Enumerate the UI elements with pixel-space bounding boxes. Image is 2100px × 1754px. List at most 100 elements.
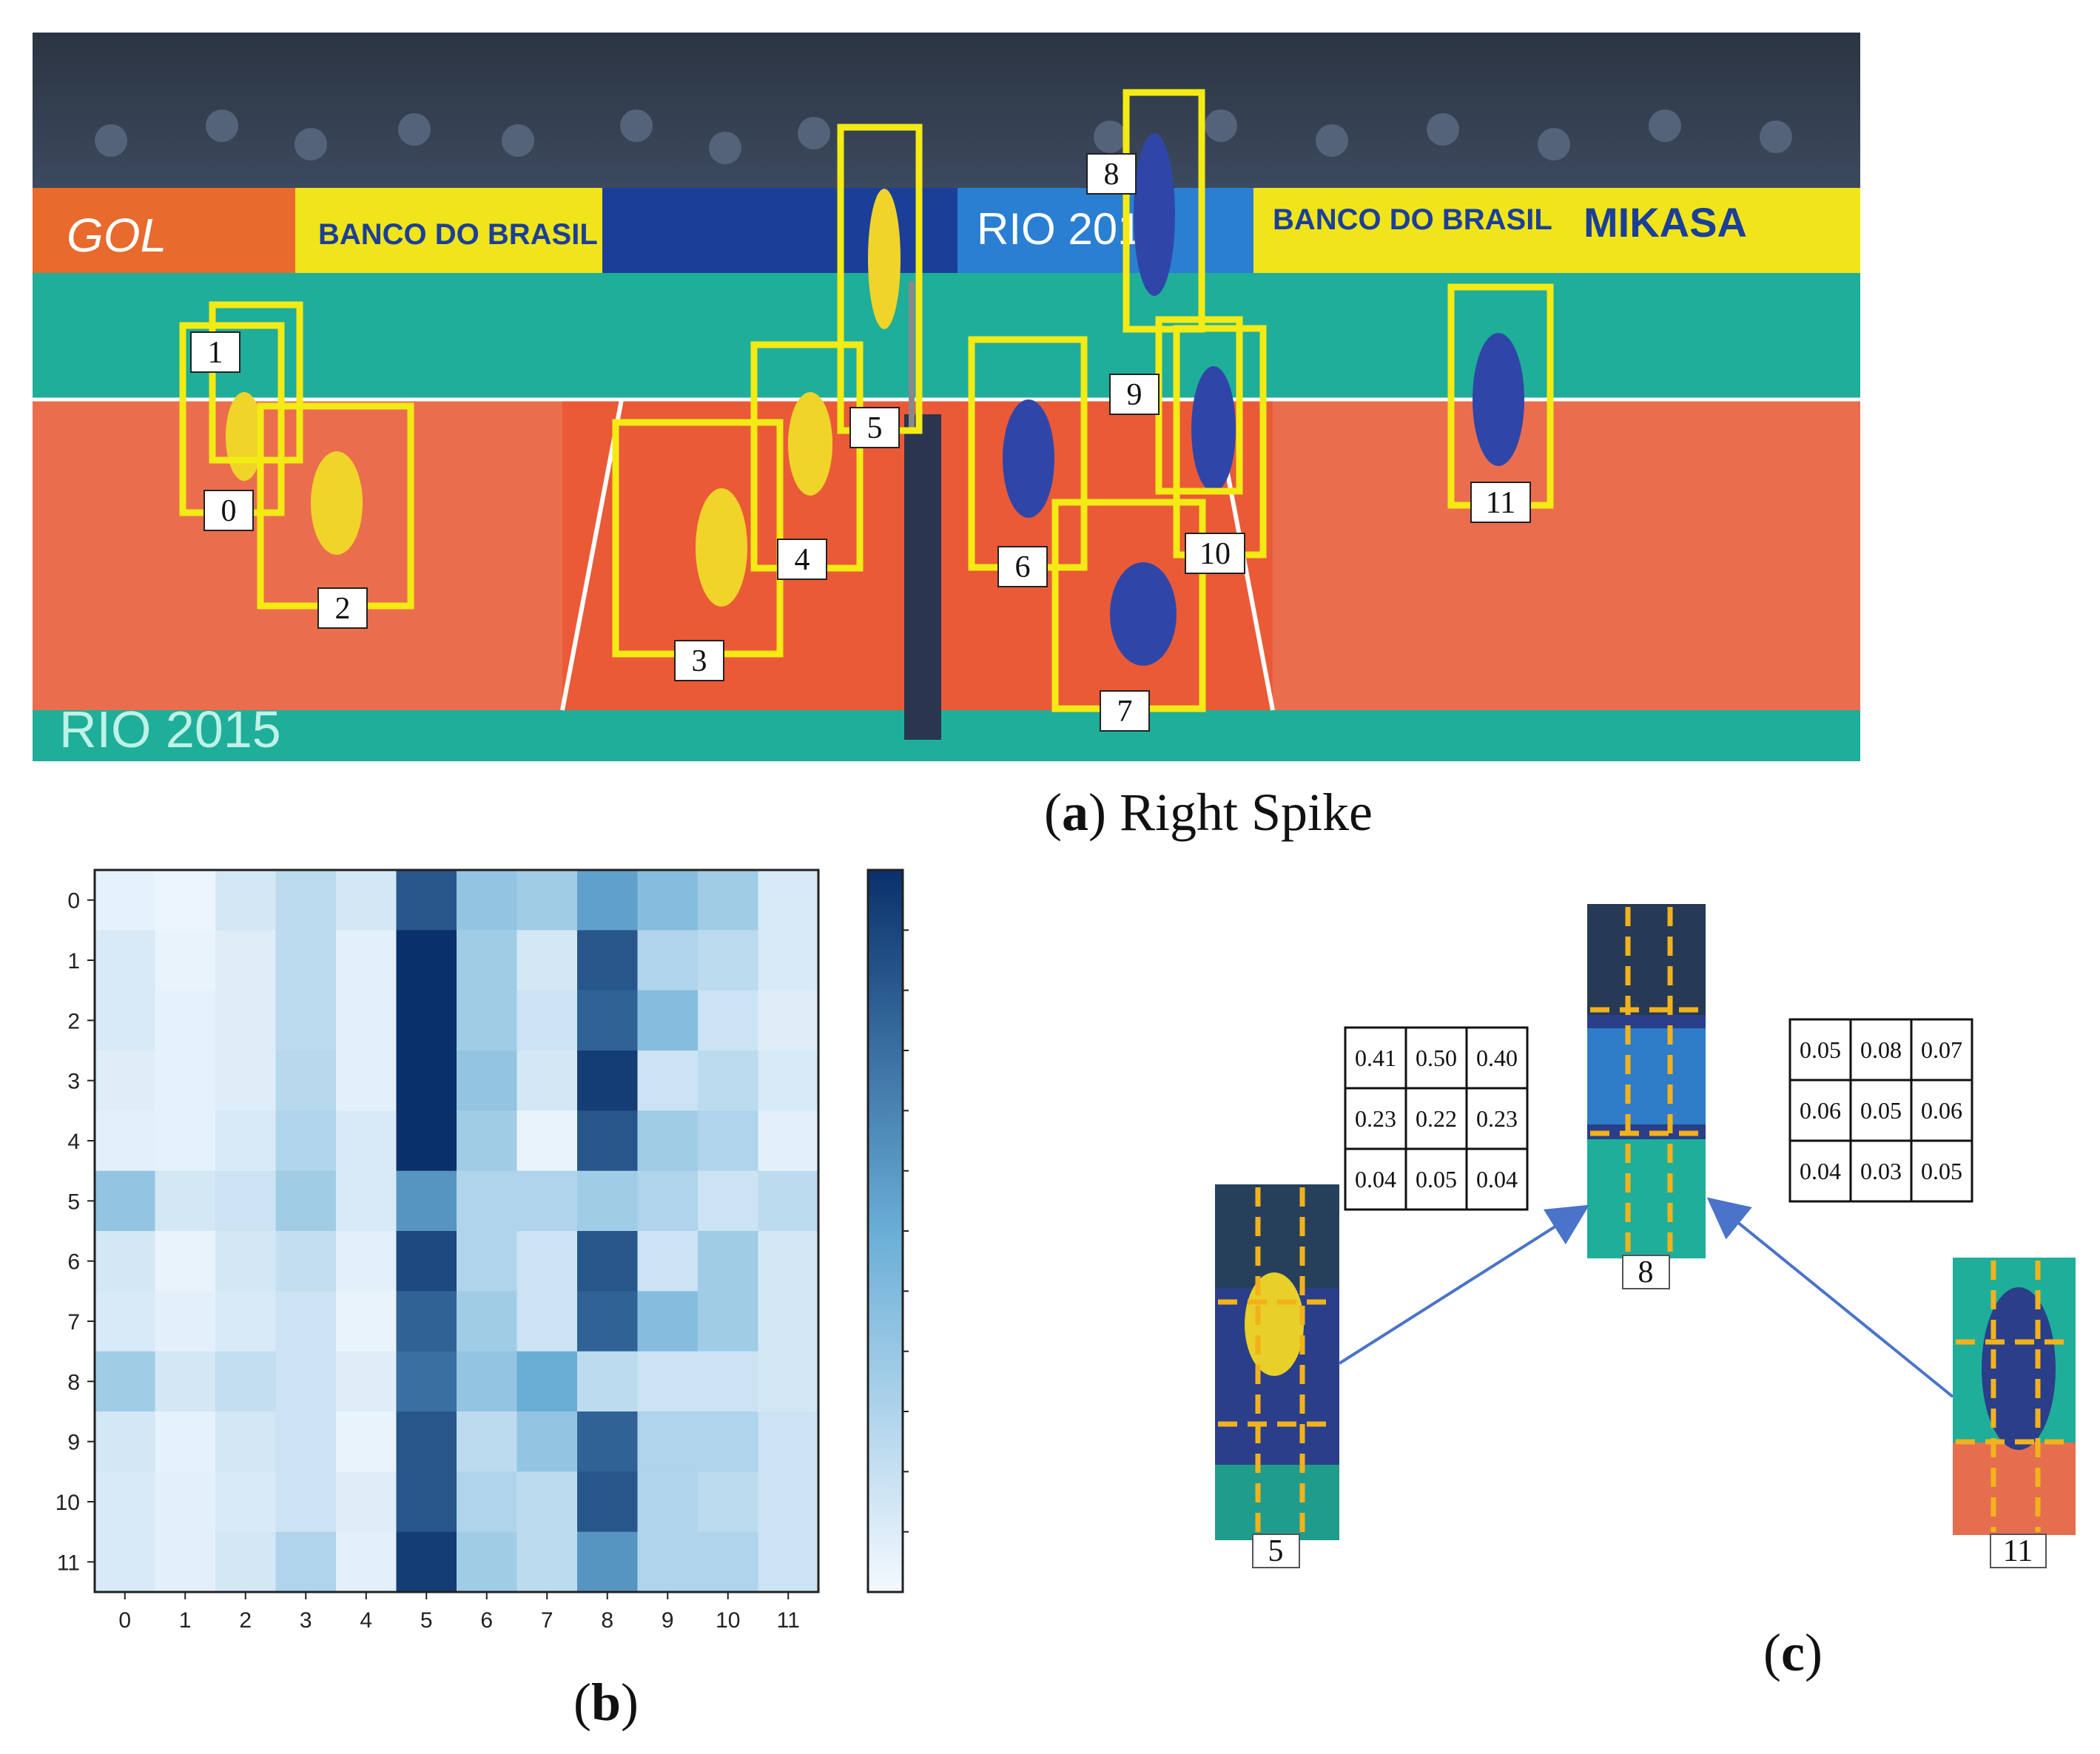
heatmap-cell-11-11 xyxy=(758,1531,819,1593)
x-tick-label: 10 xyxy=(716,1608,740,1633)
heatmap-cell-1-8 xyxy=(577,930,638,991)
heatmap-cell-2-2 xyxy=(215,990,276,1051)
heatmap-cell-8-3 xyxy=(275,1351,337,1412)
player-label-9: 9 xyxy=(1127,378,1142,412)
heatmap-cell-9-5 xyxy=(396,1411,457,1472)
y-tick-label: 4 xyxy=(67,1130,80,1154)
table-cell xyxy=(1465,1026,1529,1090)
heatmap-cell-7-7 xyxy=(516,1291,578,1352)
svg-text:(a) Right Spike: (a) Right Spike xyxy=(1044,783,1373,842)
heatmap-cell-11-6 xyxy=(457,1531,517,1593)
heatmap-cell-0-4 xyxy=(336,870,397,931)
heatmap-cell-3-0 xyxy=(95,1050,155,1111)
table-cell-value: 0.07 xyxy=(1921,1036,1962,1063)
banner-banco-left: BANCO DO BRASIL xyxy=(318,218,598,251)
heatmap-cell-7-1 xyxy=(155,1291,216,1352)
heatmap-cell-7-3 xyxy=(275,1291,337,1352)
table-cell xyxy=(1910,1018,1973,1082)
heatmap-cell-1-10 xyxy=(698,930,758,991)
table-cell-value: 0.40 xyxy=(1476,1045,1518,1071)
table-cell-value: 0.05 xyxy=(1921,1158,1962,1184)
heatmap-cell-6-4 xyxy=(336,1231,397,1292)
heatmap-cell-4-11 xyxy=(758,1110,819,1172)
heatmap-cell-3-6 xyxy=(457,1050,517,1111)
heatmap-cell-2-9 xyxy=(637,990,699,1051)
heatmap-cell-9-9 xyxy=(637,1411,699,1472)
crop-player-5 xyxy=(1215,1184,1339,1540)
table-cell-value: 0.03 xyxy=(1860,1158,1902,1184)
heatmap-cell-0-0 xyxy=(95,870,155,931)
crop-player-8 xyxy=(1587,904,1706,1258)
heatmap-cell-7-0 xyxy=(95,1291,155,1352)
heatmap-cell-4-5 xyxy=(396,1110,457,1172)
heatmap-cell-5-7 xyxy=(516,1170,578,1232)
table-cell-value: 0.23 xyxy=(1476,1105,1518,1132)
heatmap-cell-3-7 xyxy=(516,1050,578,1111)
heatmap-cell-5-8 xyxy=(577,1170,638,1232)
heatmap-cell-2-11 xyxy=(758,990,819,1051)
heatmap-cell-7-6 xyxy=(457,1291,517,1352)
heatmap-cell-11-7 xyxy=(516,1531,578,1593)
y-tick-label: 1 xyxy=(67,949,80,974)
table-cell xyxy=(1344,1147,1407,1211)
heatmap-cell-1-4 xyxy=(336,930,397,991)
heatmap-cell-1-0 xyxy=(95,930,155,991)
heatmap-cell-9-7 xyxy=(516,1411,578,1472)
heatmap-cell-1-2 xyxy=(215,930,276,991)
caption-b: (b) xyxy=(573,1673,639,1732)
player-label-4: 4 xyxy=(795,543,810,577)
player-labels: 0 1 2 3 4 5 6 7 8 9 10 11 xyxy=(190,153,1531,732)
y-tick-label: 0 xyxy=(67,889,80,914)
heatmap-cell-9-1 xyxy=(155,1411,216,1472)
heatmap-cell-9-8 xyxy=(577,1411,638,1472)
heatmap-cell-10-1 xyxy=(155,1471,216,1533)
heatmap-cell-9-2 xyxy=(215,1411,276,1472)
heatmap-cell-5-5 xyxy=(396,1170,457,1232)
heatmap-cell-11-3 xyxy=(275,1531,337,1593)
heatmap-cell-3-10 xyxy=(698,1050,758,1111)
heatmap-cell-4-10 xyxy=(698,1110,758,1172)
svg-text:(b): (b) xyxy=(573,1673,639,1732)
table-cell xyxy=(1910,1139,1973,1203)
y-tick-label: 11 xyxy=(57,1551,80,1575)
player-label-2: 2 xyxy=(335,592,351,626)
heatmap-cell-2-4 xyxy=(336,990,397,1051)
heatmap-cell-0-7 xyxy=(516,870,578,931)
caption-a-letter: a xyxy=(1062,783,1088,842)
crop-label-5: 5 xyxy=(1268,1534,1284,1568)
heatmap-cell-0-5 xyxy=(396,870,457,931)
heatmap-cell-6-11 xyxy=(758,1231,819,1292)
table-cell xyxy=(1788,1139,1852,1203)
heatmap-cell-8-10 xyxy=(698,1351,758,1412)
heatmap-cell-4-9 xyxy=(637,1110,699,1172)
player-label-11: 11 xyxy=(1486,486,1515,520)
heatmap-cell-11-4 xyxy=(336,1531,397,1593)
heatmap-cell-3-11 xyxy=(758,1050,819,1111)
heatmap-cell-10-4 xyxy=(336,1471,397,1533)
table-cell-value: 0.06 xyxy=(1800,1097,1841,1124)
heatmap-cell-9-3 xyxy=(275,1411,337,1472)
player-box-8 xyxy=(1123,89,1205,333)
heatmap-cell-11-1 xyxy=(155,1531,216,1593)
heatmap-cell-10-6 xyxy=(457,1471,517,1533)
heatmap-cell-4-1 xyxy=(155,1110,216,1172)
heatmap-cell-5-6 xyxy=(457,1170,517,1232)
heatmap-cell-3-1 xyxy=(155,1050,216,1111)
x-tick-label: 2 xyxy=(239,1608,252,1633)
table-cell-value: 0.04 xyxy=(1800,1158,1841,1184)
heatmap xyxy=(95,870,819,1593)
heatmap-cell-11-8 xyxy=(577,1531,638,1593)
caption-a-text: Right Spike xyxy=(1120,783,1373,842)
heatmap-cell-6-8 xyxy=(577,1231,638,1292)
table-cell xyxy=(1849,1079,1913,1142)
table-cell xyxy=(1788,1079,1852,1142)
heatmap-cell-11-9 xyxy=(637,1531,699,1593)
heatmap-cell-10-9 xyxy=(637,1471,699,1533)
heatmap-cell-5-2 xyxy=(215,1170,276,1232)
heatmap-cell-0-10 xyxy=(698,870,758,931)
heatmap-cell-3-2 xyxy=(215,1050,276,1111)
table-cell-value: 0.22 xyxy=(1416,1105,1457,1132)
heatmap-cell-8-11 xyxy=(758,1351,819,1412)
